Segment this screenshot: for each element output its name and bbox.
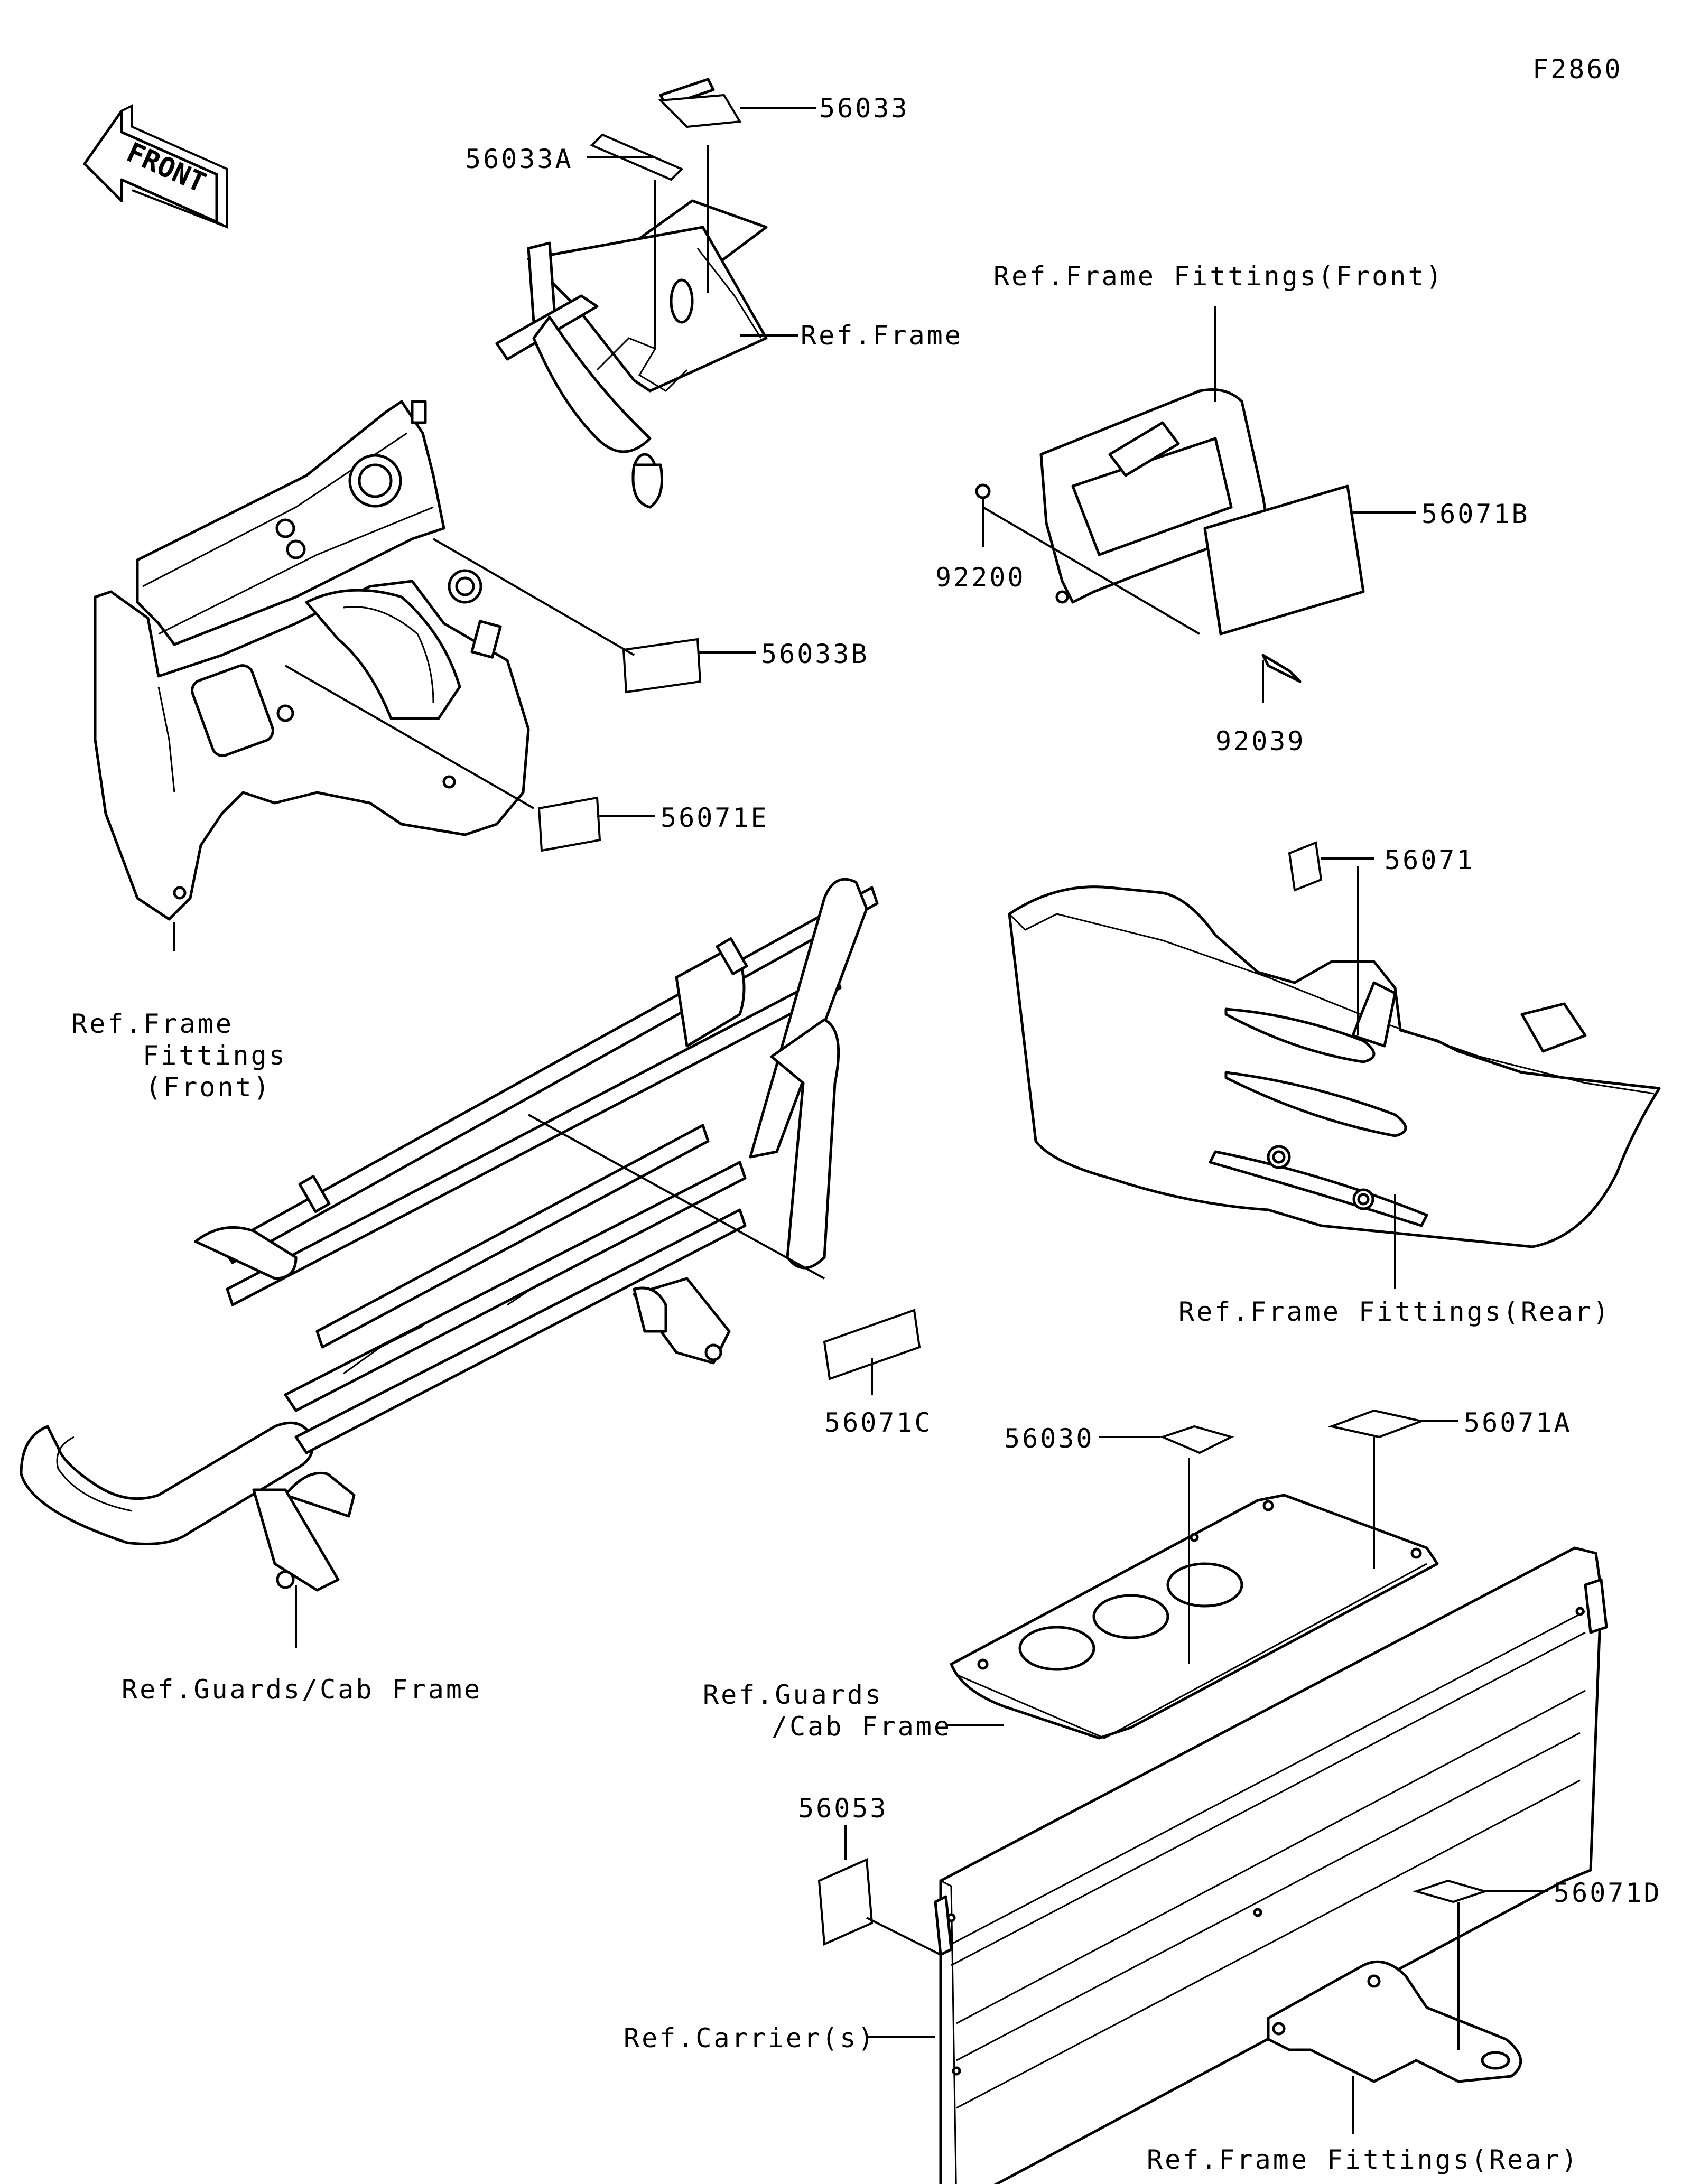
front-arrow-icon: FRONT [83, 104, 228, 229]
figure-code: F2860 [1532, 54, 1623, 85]
callout-92200: 92200 [935, 562, 1026, 593]
rear-fitting-cover [1008, 885, 1661, 1248]
rear-mount-bracket [1267, 1960, 1522, 2083]
label-56071E-sticker [537, 796, 601, 852]
callout-ref-guards-line2: /Cab Frame [772, 1711, 952, 1742]
callout-56053: 56053 [798, 1793, 888, 1824]
label-56033B-sticker [622, 638, 702, 694]
label-56030-sticker [1159, 1425, 1234, 1454]
callout-ref-frame-fittings-front-top: Ref.Frame Fittings(Front) [993, 261, 1444, 292]
callout-56071A: 56071A [1464, 1407, 1572, 1438]
callout-ref-frame-fittings-rear-mid: Ref.Frame Fittings(Rear) [1178, 1296, 1611, 1327]
label-56033-sticker [658, 94, 742, 128]
label-56053-sticker [817, 1858, 874, 1946]
callout-56033: 56033 [819, 93, 909, 124]
callout-ref-carriers: Ref.Carrier(s) [624, 2023, 876, 2054]
front-fitting-panel [975, 388, 1365, 683]
callout-56071: 56071 [1385, 845, 1475, 875]
callout-92039: 92039 [1215, 726, 1306, 757]
dash-panel [94, 400, 530, 921]
frame-bracket [495, 78, 768, 509]
callout-56071D: 56071D [1554, 1878, 1662, 1908]
callout-ref-frame: Ref.Frame [801, 320, 963, 351]
callout-56033A: 56033A [465, 144, 573, 174]
callout-56071C: 56071C [824, 1407, 933, 1438]
callout-ref-guards-line1: Ref.Guards [703, 1679, 883, 1710]
callout-56033B: 56033B [761, 639, 869, 669]
cab-floor-panel [950, 1494, 1439, 1740]
callout-ref-ff-front-line2: Fittings [143, 1040, 287, 1071]
callout-ref-ff-front-line3: (Front) [145, 1072, 272, 1103]
callout-ref-ff-front-line1: Ref.Frame [71, 1009, 234, 1039]
callout-ref-guards-cab-frame-left: Ref.Guards/Cab Frame [122, 1674, 482, 1705]
guard-cab-frame [20, 878, 879, 1592]
callout-ref-frame-fittings-rear-bottom: Ref.Frame Fittings(Rear) [1147, 2144, 1579, 2175]
carrier-tailgate [934, 1546, 1608, 2184]
label-56071C-sticker [823, 1309, 921, 1380]
label-56071-sticker [1288, 841, 1323, 892]
callout-56030: 56030 [1004, 1423, 1094, 1454]
callout-56071E: 56071E [661, 802, 769, 833]
callout-56071B: 56071B [1421, 499, 1530, 529]
label-56071A-sticker [1327, 1409, 1426, 1439]
